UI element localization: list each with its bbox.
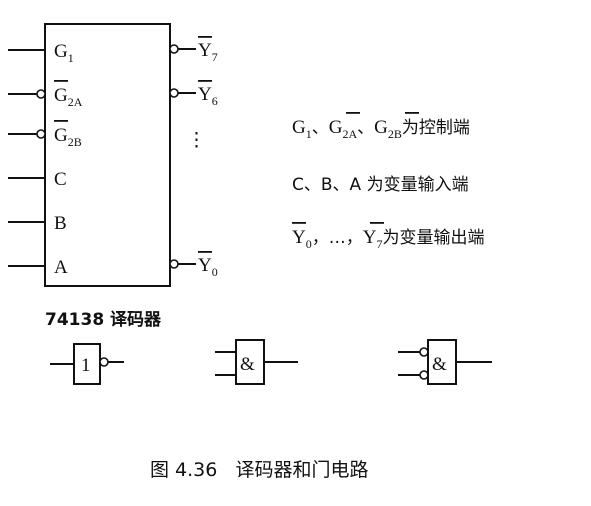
pin-g2a-bubble <box>36 89 46 99</box>
pin-y7-bubble <box>169 44 179 54</box>
output-ellipsis: ⋮ <box>187 130 206 151</box>
note-g2b-overbar <box>405 112 419 114</box>
not-gate: 1 <box>50 343 124 385</box>
pin-g2a-overbar <box>54 80 68 82</box>
pin-y0-bubble <box>169 259 179 269</box>
pin-c-label: C <box>54 169 67 190</box>
pin-y0-overbar <box>198 251 212 253</box>
and-gate-symbol: & <box>240 354 255 375</box>
note-inputs: C、B、A 为变量输入端 <box>292 175 469 195</box>
pin-y6-label: Y6 <box>198 84 218 108</box>
decoder-body <box>44 23 171 287</box>
pin-y6-bubble <box>169 88 179 98</box>
pin-y7-label: Y7 <box>198 40 218 64</box>
decoder-74138: G1 G2A G2B C B A Y7 Y6 ⋮ Y0 74138 译码器 <box>8 23 218 330</box>
pin-b-label: B <box>54 213 67 234</box>
pin-y0-label: Y0 <box>198 255 218 279</box>
not-gate-symbol: 1 <box>81 355 91 376</box>
inverted-input-and-gate: & <box>398 339 492 385</box>
pin-g2b-label: G2B <box>54 125 82 149</box>
inv-and-gate-bubble-b <box>419 370 429 380</box>
note-control: G1、G2A、G2B为控制端 <box>292 117 470 141</box>
note-g2a-overbar <box>346 112 360 114</box>
note-outputs: Y0，…，Y7为变量输出端 <box>292 227 484 251</box>
pin-g2b-bubble <box>36 129 46 139</box>
figure-caption: 图 4.36 译码器和门电路 <box>150 459 368 481</box>
pin-g1-label: G1 <box>54 41 74 65</box>
pin-a-label: A <box>54 257 68 278</box>
not-gate-bubble <box>99 357 109 367</box>
inv-and-gate-bubble-a <box>419 347 429 357</box>
pin-y7-overbar <box>198 36 212 38</box>
pin-g2b-overbar <box>54 120 68 122</box>
pin-g2a-label: G2A <box>54 85 83 109</box>
decoder-label: 74138 译码器 <box>45 310 162 330</box>
inv-and-gate-symbol: & <box>432 354 447 375</box>
notes: G1、G2A、G2B为控制端 C、B、A 为变量输入端 Y0，…，Y7为变量输出… <box>292 112 484 251</box>
note-y0-overbar <box>292 222 306 224</box>
note-y7-overbar <box>370 222 384 224</box>
pin-y6-overbar <box>198 80 212 82</box>
and-gate: & <box>215 339 298 385</box>
